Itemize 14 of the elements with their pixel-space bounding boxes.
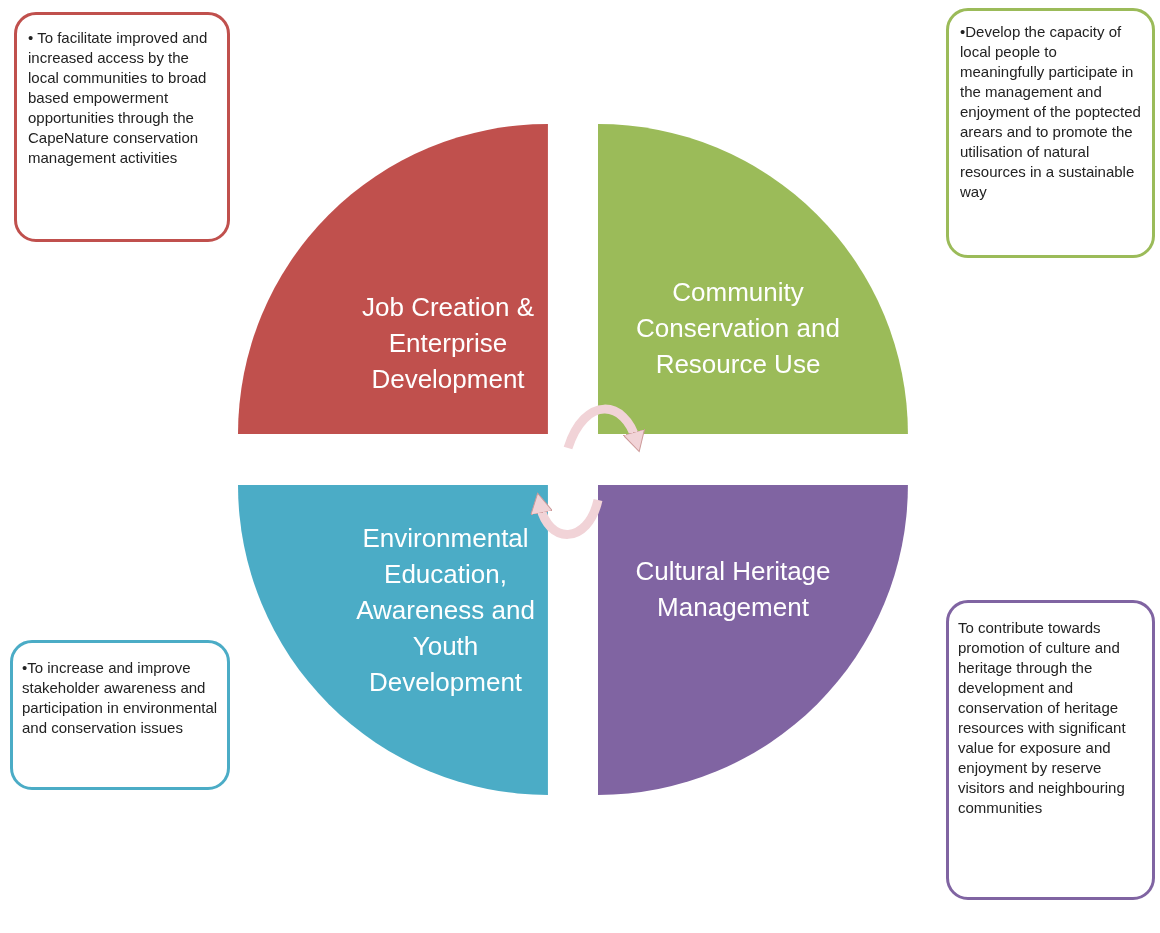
description-text: • To facilitate improved and increased access by the local communities to broad based empowerment opportunities through the CapeNature conservation management activities: [28, 28, 209, 168]
quadrant-title: Community Conservation and Resource Use: [635, 276, 841, 381]
quadrant-title: Environmental Education, Awareness and Youth Development: [355, 522, 536, 699]
description-text: •To increase and improve stakeholder awareness and participation in environmental and conservation issues: [22, 658, 219, 738]
description-box: [10, 640, 230, 790]
description-box: [946, 8, 1155, 258]
quadrant-title: Cultural Heritage Management: [634, 555, 832, 624]
description-box: [946, 600, 1155, 900]
cycle-arrow: [563, 404, 645, 452]
description-box: [14, 12, 230, 242]
description-text: •Develop the capacity of local people to meaningfully participate in the management and enjoyment of the poptected arears and to promote the utilisation of natural resources in a sustainable way: [960, 22, 1142, 202]
description-text: To contribute towards promotion of culture and heritage through the development and conservation of heritage resources with significant value for exposure and enjoyment by reserve visitors and neighbouring communities: [958, 618, 1127, 818]
quadrant-title: Job Creation & Enterprise Development: [361, 291, 535, 396]
cycle-arrow: [531, 492, 603, 539]
